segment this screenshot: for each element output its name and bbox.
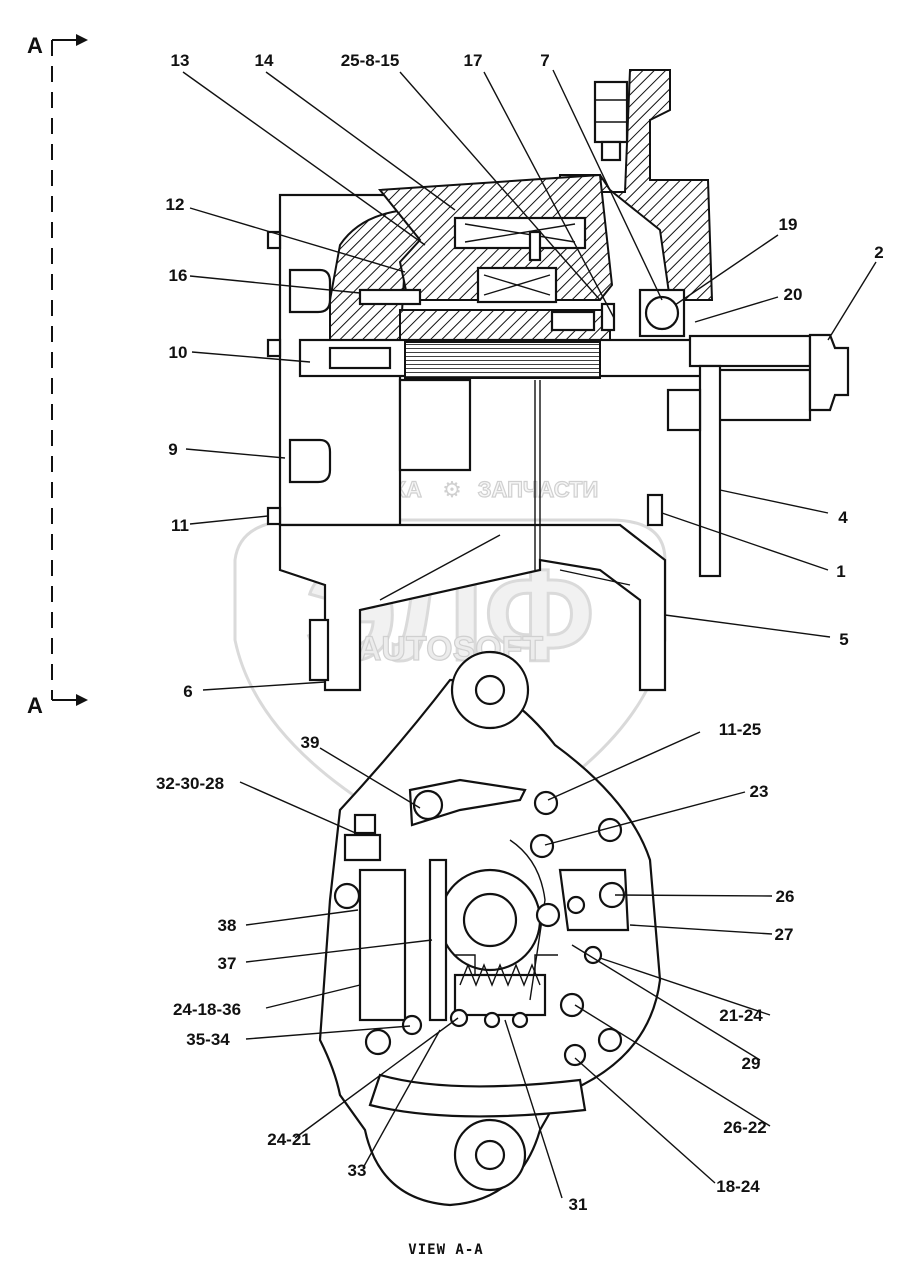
callout-11-25: 11-25 (719, 720, 762, 739)
shaft-and-bearing (298, 288, 850, 422)
callout-labels: 13 14 25-8-15 17 7 19 2 20 12 16 10 9 11… (156, 51, 884, 1214)
view-caption: VIEW A-A (408, 1242, 483, 1258)
section-marker-top: A (27, 33, 43, 58)
callout-13: 13 (171, 51, 190, 70)
callout-37: 37 (218, 954, 237, 973)
callout-20: 20 (784, 285, 803, 304)
callout-6: 6 (183, 682, 192, 701)
callout-4: 4 (838, 508, 848, 527)
callout-26: 26 (776, 887, 795, 906)
callout-39: 39 (301, 733, 320, 752)
callout-2: 2 (874, 243, 883, 262)
callout-24-18-36: 24-18-36 (173, 1000, 241, 1019)
callout-31: 31 (569, 1195, 588, 1214)
alternator-end-view (318, 650, 662, 1207)
callout-19: 19 (779, 215, 798, 234)
callout-11: 11 (171, 516, 189, 535)
section-marker-bottom: A (27, 693, 43, 718)
callout-32-30-28: 32-30-28 (156, 774, 224, 793)
leader-lines (182, 69, 877, 1199)
alternator-section-view (266, 69, 850, 692)
pulley-fan (646, 364, 722, 578)
callout-9: 9 (168, 440, 177, 459)
callout-10: 10 (169, 343, 188, 362)
callout-25-8-15: 25-8-15 (341, 51, 400, 70)
watermark-brand-right: ЗАПЧАСТИ (478, 477, 599, 502)
section-marker: A A (27, 33, 88, 718)
watermark-gear-icon: ⚙ (442, 477, 462, 502)
callout-21-24: 21-24 (719, 1006, 763, 1025)
callout-23: 23 (750, 782, 769, 801)
callout-16: 16 (169, 266, 188, 285)
callout-26-22: 26-22 (723, 1118, 766, 1137)
callout-27: 27 (775, 925, 794, 944)
callout-17: 17 (464, 51, 483, 70)
callout-38: 38 (218, 916, 237, 935)
callout-29: 29 (742, 1054, 761, 1073)
front-housing (278, 378, 667, 692)
callout-12: 12 (166, 195, 185, 214)
callout-7: 7 (540, 51, 549, 70)
callout-5: 5 (839, 630, 848, 649)
callout-18-24: 18-24 (716, 1177, 760, 1196)
callout-35-34: 35-34 (186, 1030, 230, 1049)
callout-1: 1 (836, 562, 845, 581)
callout-24-21: 24-21 (267, 1130, 310, 1149)
callout-14: 14 (255, 51, 274, 70)
callout-33: 33 (348, 1161, 367, 1180)
rotor-stator (358, 173, 616, 346)
